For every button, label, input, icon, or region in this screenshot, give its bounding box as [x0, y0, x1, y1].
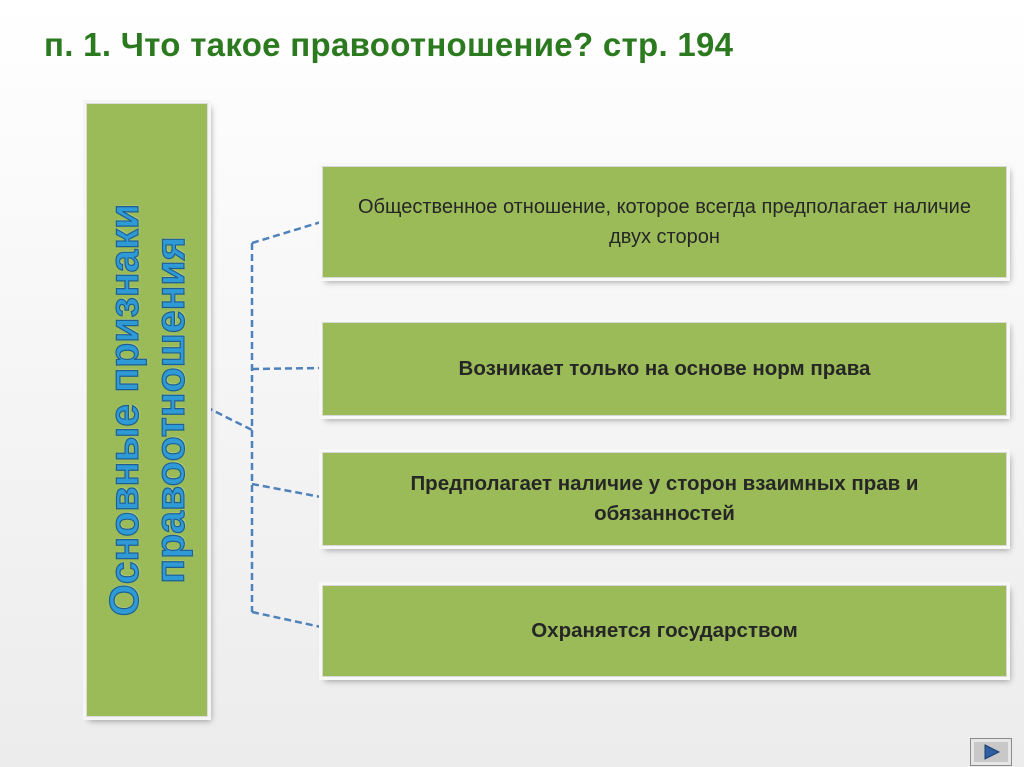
feature-text-3: Предполагает наличие у сторон взаимных п…	[410, 472, 919, 525]
connector-branch-2	[251, 366, 322, 371]
connector-branch-1	[251, 220, 322, 245]
category-label: Основные признаки правоотношения	[100, 203, 193, 617]
play-next-icon	[984, 744, 1001, 760]
next-slide-button[interactable]	[970, 738, 1012, 766]
feature-box-1: Общественное отношение, которое всегда п…	[322, 166, 1007, 278]
feature-text-1: Общественное отношение, которое всегда п…	[358, 196, 971, 248]
category-box: Основные признаки правоотношения	[86, 103, 208, 717]
feature-text-4: Охраняется государством	[531, 619, 798, 642]
feature-box-4: Охраняется государством	[322, 585, 1007, 677]
connector-branch-3	[251, 482, 322, 499]
feature-box-3: Предполагает наличие у сторон взаимных п…	[322, 452, 1007, 546]
feature-text-2: Возникает только на основе норм права	[458, 357, 871, 380]
connector-trunk	[205, 405, 253, 432]
connector-branch-4	[251, 610, 322, 629]
slide-title: п. 1. Что такое правоотношение? стр. 194	[44, 26, 734, 63]
feature-box-2: Возникает только на основе норм права	[322, 322, 1007, 416]
